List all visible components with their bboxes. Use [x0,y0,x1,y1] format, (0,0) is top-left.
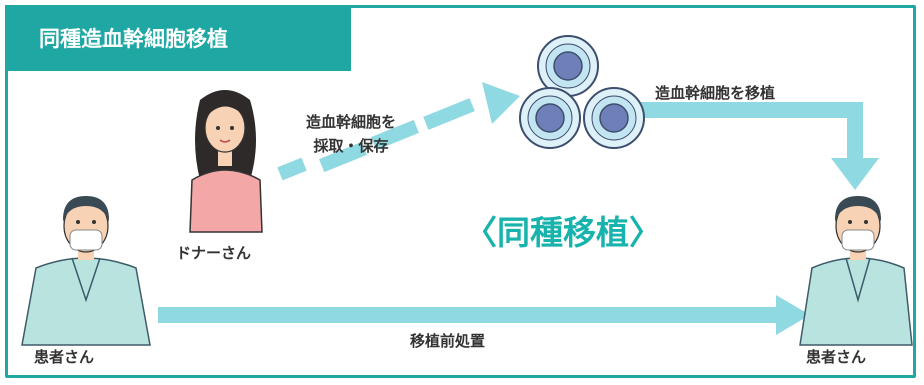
patient-right-icon [799,196,913,346]
patient-right-label: 患者さん [806,348,867,366]
collect-label-line1: 造血幹細胞を [306,113,397,131]
patient-left-icon [21,196,151,346]
stem-cells-icon [519,35,645,149]
page-title: 同種造血幹細胞移植 [5,5,351,71]
collect-arrow [277,82,520,181]
diagram-frame [5,5,916,378]
donor-label: ドナーさん [176,244,252,262]
collect-label: 造血幹細胞を 採取・保存 [306,110,396,158]
patient-left-label: 患者さん [34,348,95,366]
donor-icon [189,90,263,233]
collect-label-line2: 採取・保存 [313,137,389,155]
conditioning-arrow [158,295,810,335]
transplant-arrow [640,102,879,190]
conditioning-label: 移植前処置 [410,332,486,350]
transplant-label: 造血幹細胞を移植 [655,84,776,102]
allogeneic-heading: 〈同種移植〉 [464,213,662,252]
